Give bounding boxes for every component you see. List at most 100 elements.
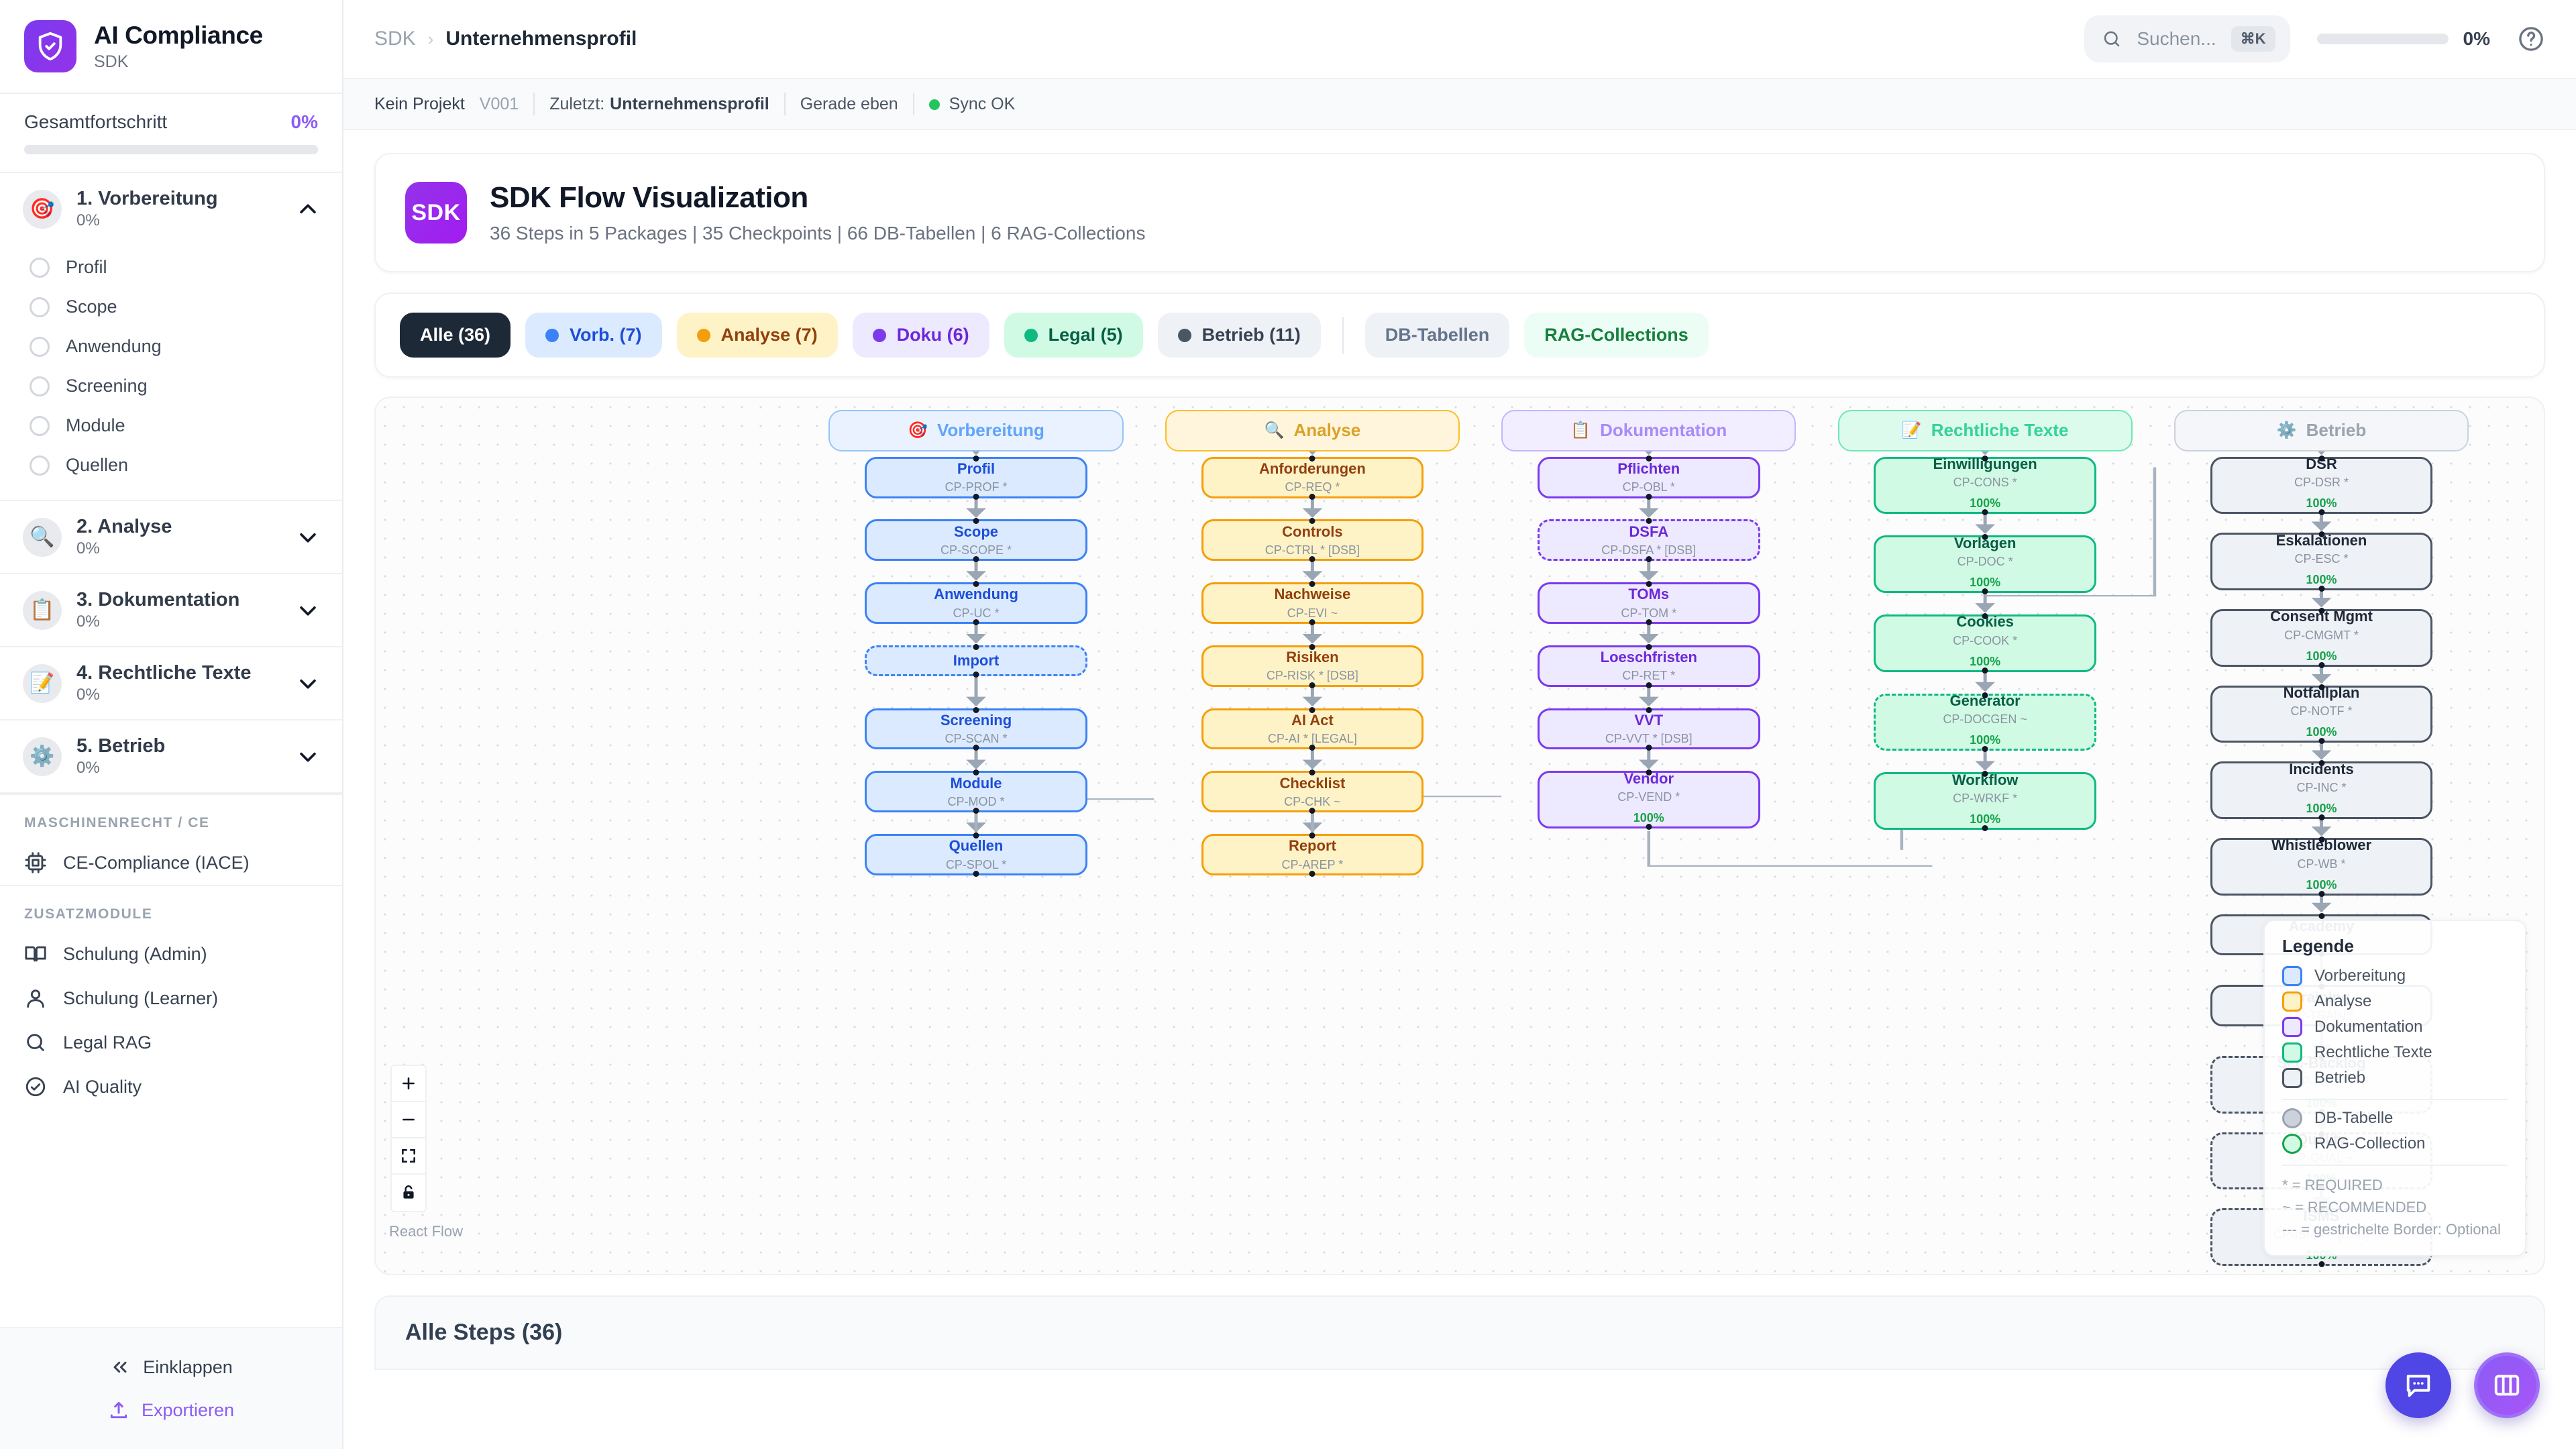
node-handle-bottom <box>973 671 979 678</box>
node-title: Import <box>953 652 1000 669</box>
filter-chip-alle-36[interactable]: Alle (36) <box>400 313 511 358</box>
step-status-radio-icon <box>30 336 50 357</box>
sidebar-item-legal-rag[interactable]: Legal RAG <box>0 1020 342 1065</box>
collapse-sidebar-button[interactable]: Einklappen <box>0 1346 342 1389</box>
node-code: CP-CONS * <box>1953 476 2017 490</box>
sidebar-item-ai-quality[interactable]: AI Quality <box>0 1065 342 1109</box>
node-handle-top <box>973 706 979 713</box>
node-code: CP-COOK * <box>1953 633 2018 647</box>
sidebar-item-scope[interactable]: Scope <box>0 287 342 327</box>
flow-canvas[interactable]: 🎯Vorbereitung🔍Analyse📋Dokumentation📝Rech… <box>374 396 2545 1275</box>
chevron-down-icon[interactable] <box>297 745 319 768</box>
filter-chip-legal-5[interactable]: Legal (5) <box>1004 313 1143 358</box>
flow-node-import[interactable]: Import <box>865 643 1087 678</box>
export-label: Exportieren <box>141 1399 235 1420</box>
node-handle-bottom <box>2318 814 2324 821</box>
zoom-out-button[interactable] <box>392 1102 425 1138</box>
filter-chip-label: Alle (36) <box>420 325 491 345</box>
chevron-down-icon[interactable] <box>297 599 319 622</box>
filter-bar: Alle (36) Vorb. (7) Analyse (7) Doku (6) Leg… <box>374 292 2545 378</box>
zoom-controls[interactable] <box>390 1065 427 1212</box>
zoom-in-button[interactable] <box>392 1066 425 1102</box>
search-input[interactable]: Suchen... ⌘K <box>2084 15 2290 62</box>
chevron-up-icon[interactable] <box>297 198 319 221</box>
brand-header[interactable]: AI Compliance SDK <box>0 0 342 94</box>
sidebar-item-profil[interactable]: Profil <box>0 248 342 287</box>
sidebar-item-schulung-admin[interactable]: Schulung (Admin) <box>0 932 342 976</box>
sidebar-item-anwendung[interactable]: Anwendung <box>0 327 342 366</box>
filter-chip-label: DB-Tabellen <box>1385 325 1490 345</box>
filter-chip-analyse-7[interactable]: Analyse (7) <box>676 313 838 358</box>
filter-chip-label: Doku (6) <box>896 325 969 345</box>
node-handle-top <box>1309 643 1316 650</box>
export-button[interactable]: Exportieren <box>0 1389 342 1432</box>
filter-chip-betrieb-11[interactable]: Betrieb (11) <box>1157 313 1321 358</box>
search-icon <box>2102 29 2122 49</box>
fit-view-icon[interactable] <box>392 1138 425 1175</box>
section-extra-title: ZUSATZMODULE <box>24 906 153 922</box>
chevron-down-icon[interactable] <box>297 672 319 695</box>
legend-row-package: Betrieb <box>2282 1068 2508 1088</box>
breadcrumb-root[interactable]: SDK <box>374 28 416 50</box>
columns-icon[interactable] <box>2474 1352 2540 1418</box>
node-title: AI Act <box>1291 711 1334 729</box>
filter-chip-vorb-7[interactable]: Vorb. (7) <box>525 313 662 358</box>
node-handle-top <box>1309 455 1316 462</box>
legend-circle-icon <box>2282 1108 2302 1128</box>
sidebar-item-screening[interactable]: Screening <box>0 366 342 406</box>
filter-chip-rag-collections[interactable]: RAG-Collections <box>1524 313 1709 358</box>
sidebar-item-module[interactable]: Module <box>0 406 342 445</box>
sidebar-item-quellen[interactable]: Quellen <box>0 445 342 485</box>
lock-icon[interactable] <box>392 1175 425 1211</box>
sidebar-item-schulung-learner[interactable]: Schulung (Learner) <box>0 976 342 1020</box>
chat-bubble-icon[interactable] <box>2385 1352 2451 1418</box>
filter-chip-doku-6[interactable]: Doku (6) <box>852 313 989 358</box>
overall-progress-label: Gesamtfortschritt <box>24 111 168 132</box>
step-status-radio-icon <box>30 376 50 396</box>
collapse-label: Einklappen <box>143 1356 233 1377</box>
chevron-down-icon[interactable] <box>297 526 319 549</box>
node-progress-value: 100% <box>1633 810 1664 824</box>
filter-chip-db-tabellen[interactable]: DB-Tabellen <box>1364 313 1510 358</box>
legend-swatch-icon <box>2282 1017 2302 1037</box>
node-progress-value: 100% <box>1970 812 2001 826</box>
help-circle-icon[interactable] <box>2517 25 2545 53</box>
filter-chip-label: Vorb. (7) <box>570 325 642 345</box>
sidebar-item-ce-compliance[interactable]: CE-Compliance (IACE) <box>0 841 342 885</box>
